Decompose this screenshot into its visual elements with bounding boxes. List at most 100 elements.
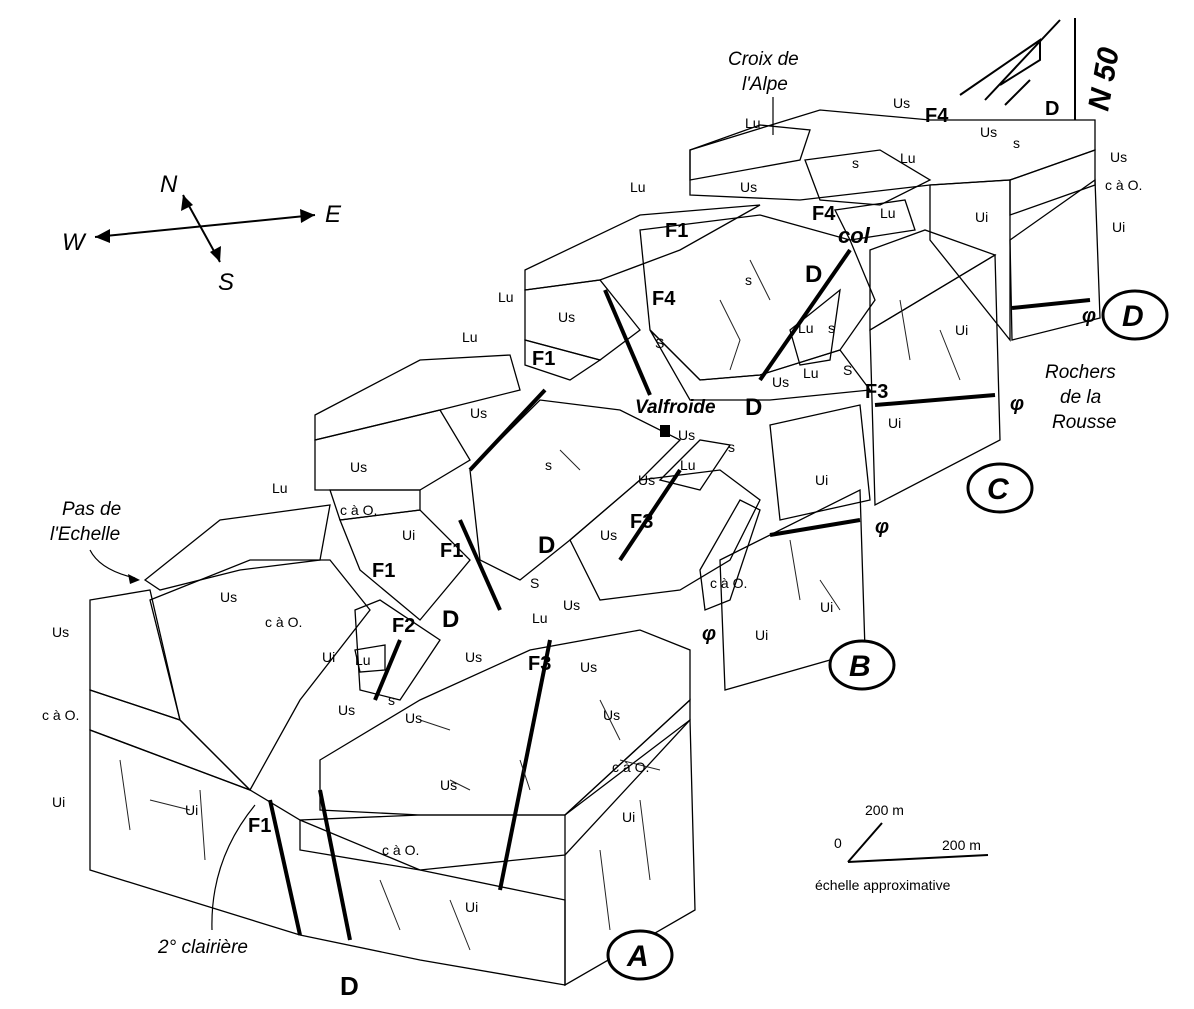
- label-s: s: [388, 692, 395, 708]
- block-letter-circle: [1101, 289, 1169, 341]
- block-a-us-front: [89, 589, 181, 721]
- scale-oblique: [847, 822, 883, 863]
- block-d-front: [929, 179, 1011, 342]
- label-us: Us: [220, 589, 237, 605]
- compass-ew-line: [94, 214, 316, 238]
- legend-us: Us: [52, 624, 69, 640]
- label-us: Us: [440, 777, 457, 793]
- orientation-d: D: [1045, 98, 1059, 120]
- label-us: Us: [980, 124, 997, 140]
- legend-ui: Ui: [52, 794, 65, 810]
- block-c-us: [524, 279, 641, 361]
- pas-echelle-line1: Pas de: [62, 499, 121, 520]
- clairiere-leader: [211, 804, 256, 931]
- label-s: S: [530, 575, 539, 591]
- compass: N S E W: [62, 171, 342, 296]
- fault-label-f1: F1: [532, 348, 555, 370]
- label-lu: Lu: [462, 329, 478, 345]
- fault-d-a: [318, 789, 352, 941]
- fault-f3-b: [618, 468, 682, 562]
- fault-label-f1: F1: [248, 815, 271, 837]
- fault-labels: F1 D F2 D F3 F1 F1 D F3 F1 D F4 F1 D F3 …: [248, 203, 888, 1001]
- block-letter-text: D: [1122, 300, 1144, 333]
- scale-horizontal: [847, 854, 989, 863]
- label-s: s: [728, 439, 735, 455]
- valfroide-marker: [660, 425, 670, 437]
- label-us: Us: [638, 472, 655, 488]
- fault-label-f3: F3: [630, 511, 653, 533]
- crack: [789, 299, 961, 611]
- label-ui: Ui: [975, 209, 988, 225]
- fault-label-f3: F3: [865, 381, 888, 403]
- fault-label-f3: F3: [528, 653, 551, 675]
- fault-f3-a: [498, 639, 552, 891]
- block-d-ui-side: [1009, 178, 1101, 341]
- block-b-ui-top: [769, 404, 871, 521]
- label-us: Us: [350, 459, 367, 475]
- fault-f1-a: [268, 799, 302, 936]
- fault-phi-c: [874, 393, 996, 407]
- fault-d-b: [468, 388, 547, 472]
- fault-label-d: D: [745, 394, 762, 421]
- crack: [559, 259, 771, 471]
- label-us: Us: [470, 405, 487, 421]
- label-phi: φ: [702, 623, 716, 645]
- label-us: Us: [600, 527, 617, 543]
- block-letter-text: C: [987, 473, 1010, 506]
- rochers-line3: Rousse: [1052, 412, 1116, 433]
- fault-lines: [268, 248, 1091, 941]
- label-cao: c à O.: [265, 614, 302, 630]
- block-d-us-top: [689, 109, 1096, 201]
- label-phi: φ: [875, 516, 889, 538]
- block-c-lu-top: [524, 204, 761, 291]
- block-a-pink-mid: [149, 559, 371, 792]
- label-ui: Ui: [755, 627, 768, 643]
- label-us: Us: [580, 659, 597, 675]
- block-b-s-main: [469, 399, 682, 581]
- block-a-ui-side: [564, 718, 696, 987]
- label-ui: Ui: [465, 899, 478, 915]
- fault-label-d: D: [340, 971, 359, 1001]
- block-a-lu-top: [143, 504, 331, 591]
- block-c-ui-top: [869, 229, 997, 332]
- label-us: Us: [772, 374, 789, 390]
- rochers-line2: de la: [1060, 387, 1101, 408]
- block-letter-b: B: [828, 639, 896, 691]
- rochers-line1: Rochers: [1045, 362, 1116, 383]
- label-lu: Lu: [880, 205, 896, 221]
- block-d-lu-top: [689, 124, 811, 181]
- compass-n: N: [160, 171, 178, 198]
- label-lu: Lu: [798, 320, 814, 336]
- fault-label-f1: F1: [440, 540, 463, 562]
- label-ui: Ui: [622, 809, 635, 825]
- block-c: [524, 204, 1001, 507]
- label-lu: Lu: [630, 179, 646, 195]
- block-letter-d: D: [1101, 289, 1169, 341]
- fault-label-f1: F1: [372, 560, 395, 582]
- block-letter-c: C: [966, 462, 1034, 514]
- fault-label-f2: F2: [392, 615, 415, 637]
- label-us: Us: [465, 649, 482, 665]
- block-b-lu-top: [314, 354, 521, 441]
- block-letter-circle: [828, 639, 896, 691]
- label-cao: c à O.: [340, 502, 377, 518]
- label-phi: φ: [1010, 393, 1024, 415]
- block-a-cao-front: [89, 689, 251, 791]
- block-b-ui-front: [339, 509, 471, 621]
- block-c-s-lower: [649, 329, 872, 401]
- label-s: s: [545, 457, 552, 473]
- label-ui: Ui: [888, 415, 901, 431]
- orientation-label: N 50: [1082, 45, 1126, 113]
- arrow-west-icon: [95, 229, 110, 243]
- label-s: S: [655, 335, 664, 351]
- label-ui: Ui: [185, 802, 198, 818]
- orientation-symbol: N 50 D F4: [925, 18, 1126, 127]
- scale-bar: 200 m 0 200 m échelle approximative: [815, 802, 989, 893]
- fault-label-d: D: [442, 606, 459, 633]
- label-lu: Lu: [680, 457, 696, 473]
- label-s: s: [852, 155, 859, 171]
- fault-label-f1: F1: [665, 220, 688, 242]
- legend-cao: c à O.: [42, 707, 79, 723]
- block-letter-circle: [606, 929, 674, 981]
